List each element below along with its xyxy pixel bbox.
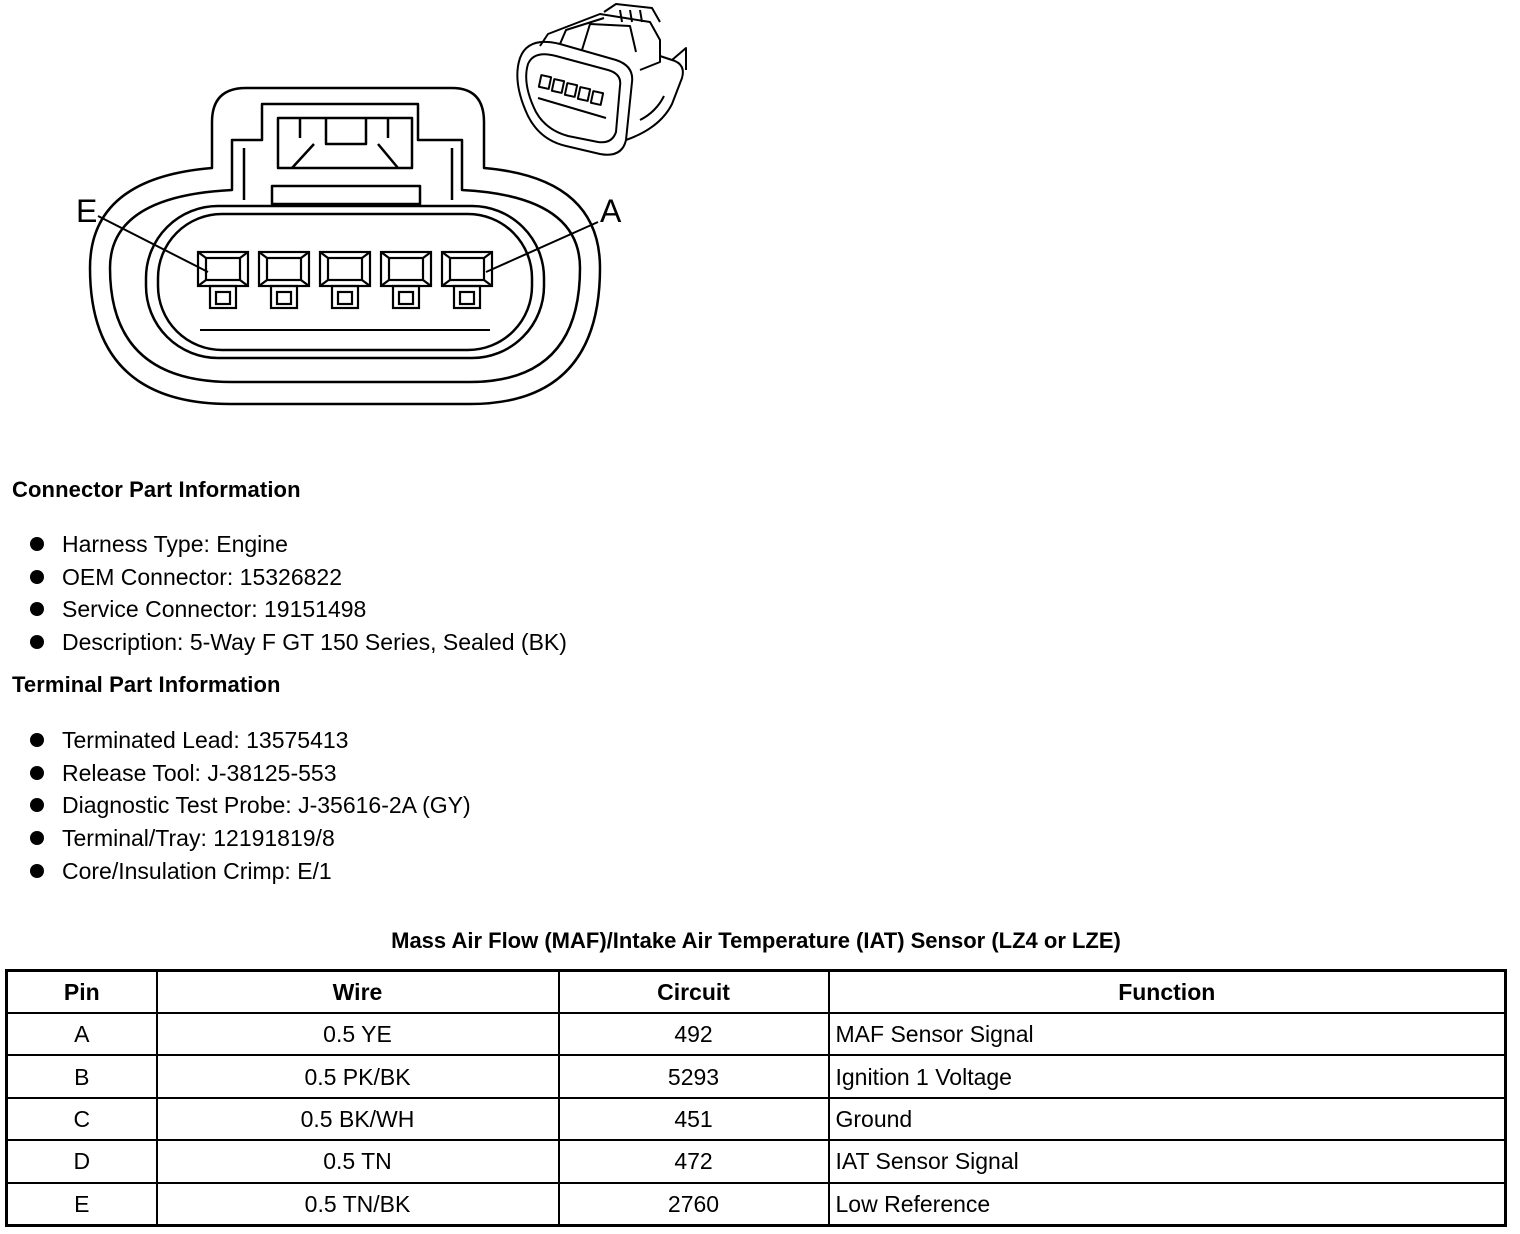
cell-wire: 0.5 BK/WH: [155, 1096, 560, 1142]
terminal-cavity-c: [318, 250, 372, 310]
list-item: Description: 5-Way F GT 150 Series, Seal…: [28, 626, 567, 659]
terminal-part-info-list: Terminated Lead: 13575413 Release Tool: …: [28, 724, 471, 887]
list-item: Terminated Lead: 13575413: [28, 724, 471, 757]
cell-function: Ground: [827, 1096, 1507, 1142]
cell-pin: B: [5, 1054, 158, 1099]
list-item: Terminal/Tray: 12191819/8: [28, 822, 471, 855]
list-item: OEM Connector: 15326822: [28, 561, 567, 594]
connector-part-info-heading: Connector Part Information: [12, 477, 301, 502]
cell-circuit: 472: [557, 1139, 830, 1184]
cell-circuit: 492: [557, 1011, 830, 1057]
column-header-function: Function: [827, 969, 1507, 1014]
table-row: E 0.5 TN/BK 2760 Low Reference: [5, 1181, 1507, 1227]
cell-function: MAF Sensor Signal: [827, 1011, 1507, 1057]
pinout-table: Pin Wire Circuit Function A 0.5 YE 492 M…: [5, 969, 1507, 1227]
list-item: Diagnostic Test Probe: J-35616-2A (GY): [28, 789, 471, 822]
bullet-icon: [30, 569, 44, 584]
leader-line-e: [97, 215, 209, 273]
cell-pin: D: [5, 1139, 158, 1184]
list-item: Release Tool: J-38125-553: [28, 757, 471, 790]
bullet-icon: [30, 863, 44, 878]
terminal-cavity-d: [257, 250, 311, 310]
pinout-table-title: Mass Air Flow (MAF)/Intake Air Temperatu…: [391, 928, 1121, 953]
terminal-cavity-b: [379, 250, 433, 310]
table-header-row: Pin Wire Circuit Function: [5, 969, 1507, 1014]
bullet-icon: [30, 635, 44, 650]
cell-wire: 0.5 TN: [155, 1139, 560, 1184]
bullet-icon: [30, 765, 44, 780]
column-header-pin: Pin: [5, 969, 158, 1014]
table-row: A 0.5 YE 492 MAF Sensor Signal: [5, 1011, 1507, 1057]
terminal-cavity-a: [440, 250, 494, 310]
terminal-cavity-e: [196, 250, 250, 310]
connector-seal-outer: [144, 204, 546, 360]
column-header-circuit: Circuit: [557, 969, 830, 1014]
connector-latch: [276, 116, 414, 170]
cell-circuit: 451: [557, 1096, 830, 1142]
leader-line-a: [485, 221, 599, 273]
cell-pin: E: [5, 1181, 158, 1227]
cell-circuit: 5293: [557, 1054, 830, 1099]
terminal-part-info-heading: Terminal Part Information: [12, 672, 281, 697]
connector-part-info-list: Harness Type: Engine OEM Connector: 1532…: [28, 528, 567, 659]
column-header-wire: Wire: [155, 969, 560, 1014]
cell-wire: 0.5 YE: [155, 1011, 560, 1057]
bullet-icon: [30, 798, 44, 813]
list-item: Core/Insulation Crimp: E/1: [28, 855, 471, 888]
bullet-icon: [30, 831, 44, 846]
table-row: C 0.5 BK/WH 451 Ground: [5, 1096, 1507, 1142]
table-row: B 0.5 PK/BK 5293 Ignition 1 Voltage: [5, 1054, 1507, 1099]
cell-function: IAT Sensor Signal: [827, 1139, 1507, 1184]
cell-pin: C: [5, 1096, 158, 1142]
list-item: Harness Type: Engine: [28, 528, 567, 561]
bullet-icon: [30, 733, 44, 747]
table-row: D 0.5 TN 472 IAT Sensor Signal: [5, 1139, 1507, 1184]
cell-pin: A: [5, 1011, 158, 1057]
connector-iso-illustration: [516, 3, 687, 156]
cell-wire: 0.5 PK/BK: [155, 1054, 560, 1099]
cell-wire: 0.5 TN/BK: [155, 1181, 560, 1227]
pin-label-e: E: [76, 193, 97, 229]
bullet-icon: [30, 537, 44, 551]
connector-outer-housing: [88, 86, 602, 406]
list-item: Service Connector: 19151498: [28, 593, 567, 626]
cell-function: Ignition 1 Voltage: [827, 1054, 1507, 1099]
cell-circuit: 2760: [557, 1181, 830, 1227]
cell-function: Low Reference: [827, 1181, 1507, 1227]
bullet-icon: [30, 602, 44, 617]
connector-face-diagram: E A: [76, 3, 687, 406]
pin-label-a: A: [600, 193, 622, 229]
